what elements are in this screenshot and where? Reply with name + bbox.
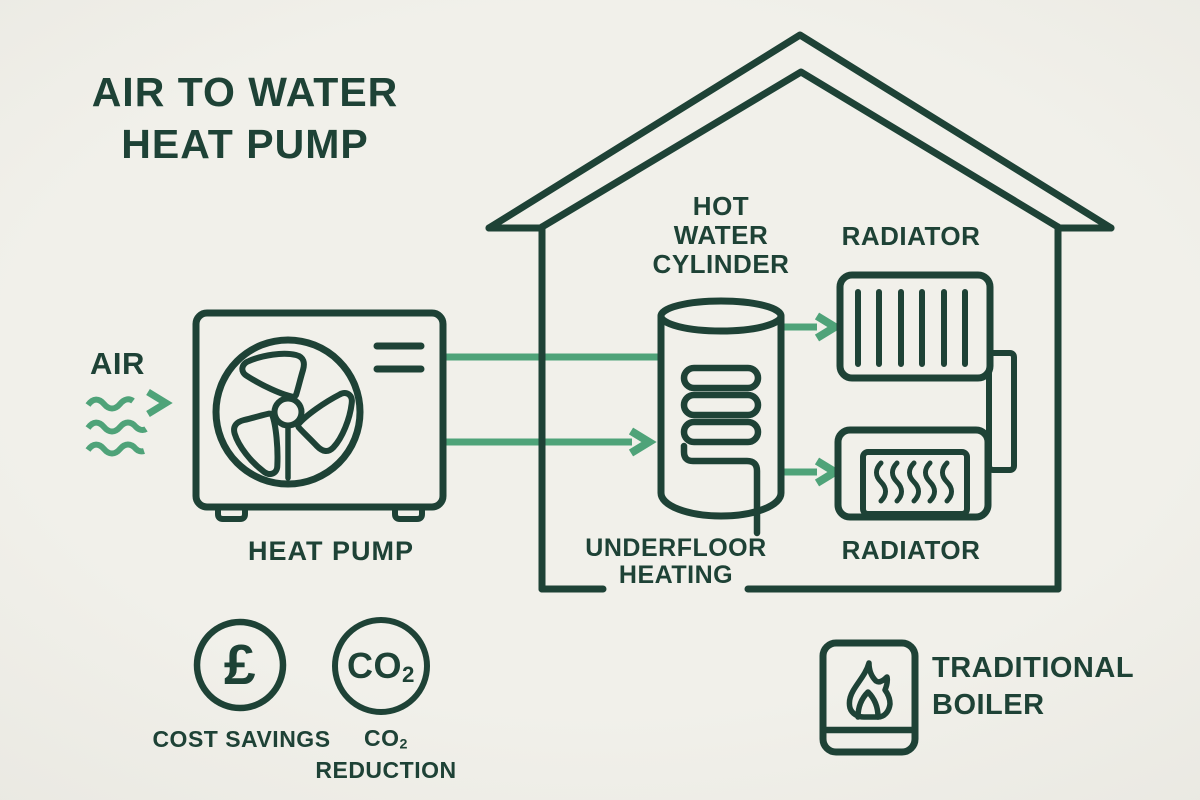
vent-lines xyxy=(373,342,425,373)
co2-symbol: CO2 xyxy=(347,645,415,688)
foot-left xyxy=(215,505,248,522)
flame-icon xyxy=(846,660,893,720)
air-wave-3 xyxy=(85,441,145,457)
radiator-bottom-label: RADIATOR xyxy=(841,535,981,565)
heat-pump-body xyxy=(192,309,447,511)
flow-pipes xyxy=(443,312,843,487)
house-outline xyxy=(485,31,1115,593)
air-arrowhead xyxy=(146,389,173,417)
foot-right xyxy=(392,505,425,522)
roof-inner xyxy=(538,68,1062,231)
boiler-body xyxy=(819,639,919,756)
fan-ring xyxy=(212,336,364,488)
underfloor-pipe xyxy=(680,442,761,537)
arrowhead-to-radiator-top xyxy=(814,312,843,342)
radiator-top-fins xyxy=(855,289,968,367)
air-wave-2 xyxy=(85,419,148,435)
fan-blade-1 xyxy=(239,350,307,400)
cylinder-top xyxy=(657,297,785,335)
heat-pump-unit xyxy=(192,309,447,522)
radiators xyxy=(834,271,1017,521)
hot-water-cylinder xyxy=(657,297,785,537)
coil-2 xyxy=(680,391,762,419)
page-title: AIR TO WATER HEAT PUMP xyxy=(91,69,399,167)
radiator-connector-pipe xyxy=(986,350,1017,473)
hot-water-cylinder-label: HOT WATER CYLINDER xyxy=(652,191,790,279)
air-wave-1 xyxy=(85,396,135,412)
fan-blade-2 xyxy=(294,390,355,454)
heat-pump-label: HEAT PUMP xyxy=(247,536,414,566)
pound-symbol: £ xyxy=(223,633,257,697)
arrowhead-to-cylinder xyxy=(628,427,657,457)
cost-savings-label: COST SAVINGS xyxy=(152,726,331,752)
air-flow-arrows xyxy=(85,389,173,457)
co2-icon xyxy=(332,617,430,715)
boiler-unit xyxy=(819,639,919,756)
roof-outer xyxy=(485,31,1115,232)
arrowhead-to-radiator-bottom xyxy=(814,457,843,487)
air-label: AIR xyxy=(90,346,145,381)
badges xyxy=(193,617,430,715)
underfloor-heating-label: UNDERFLOOR HEATING xyxy=(585,534,767,589)
radiator-heat-waves xyxy=(874,460,954,504)
traditional-boiler-label: TRADITIONAL BOILER xyxy=(932,652,1135,721)
pound-icon xyxy=(193,618,287,712)
radiator-top-label: RADIATOR xyxy=(841,221,981,251)
fan-icon xyxy=(212,336,364,488)
fan-blade-3 xyxy=(231,410,281,477)
coil-3 xyxy=(680,418,762,446)
coil-1 xyxy=(680,364,762,392)
